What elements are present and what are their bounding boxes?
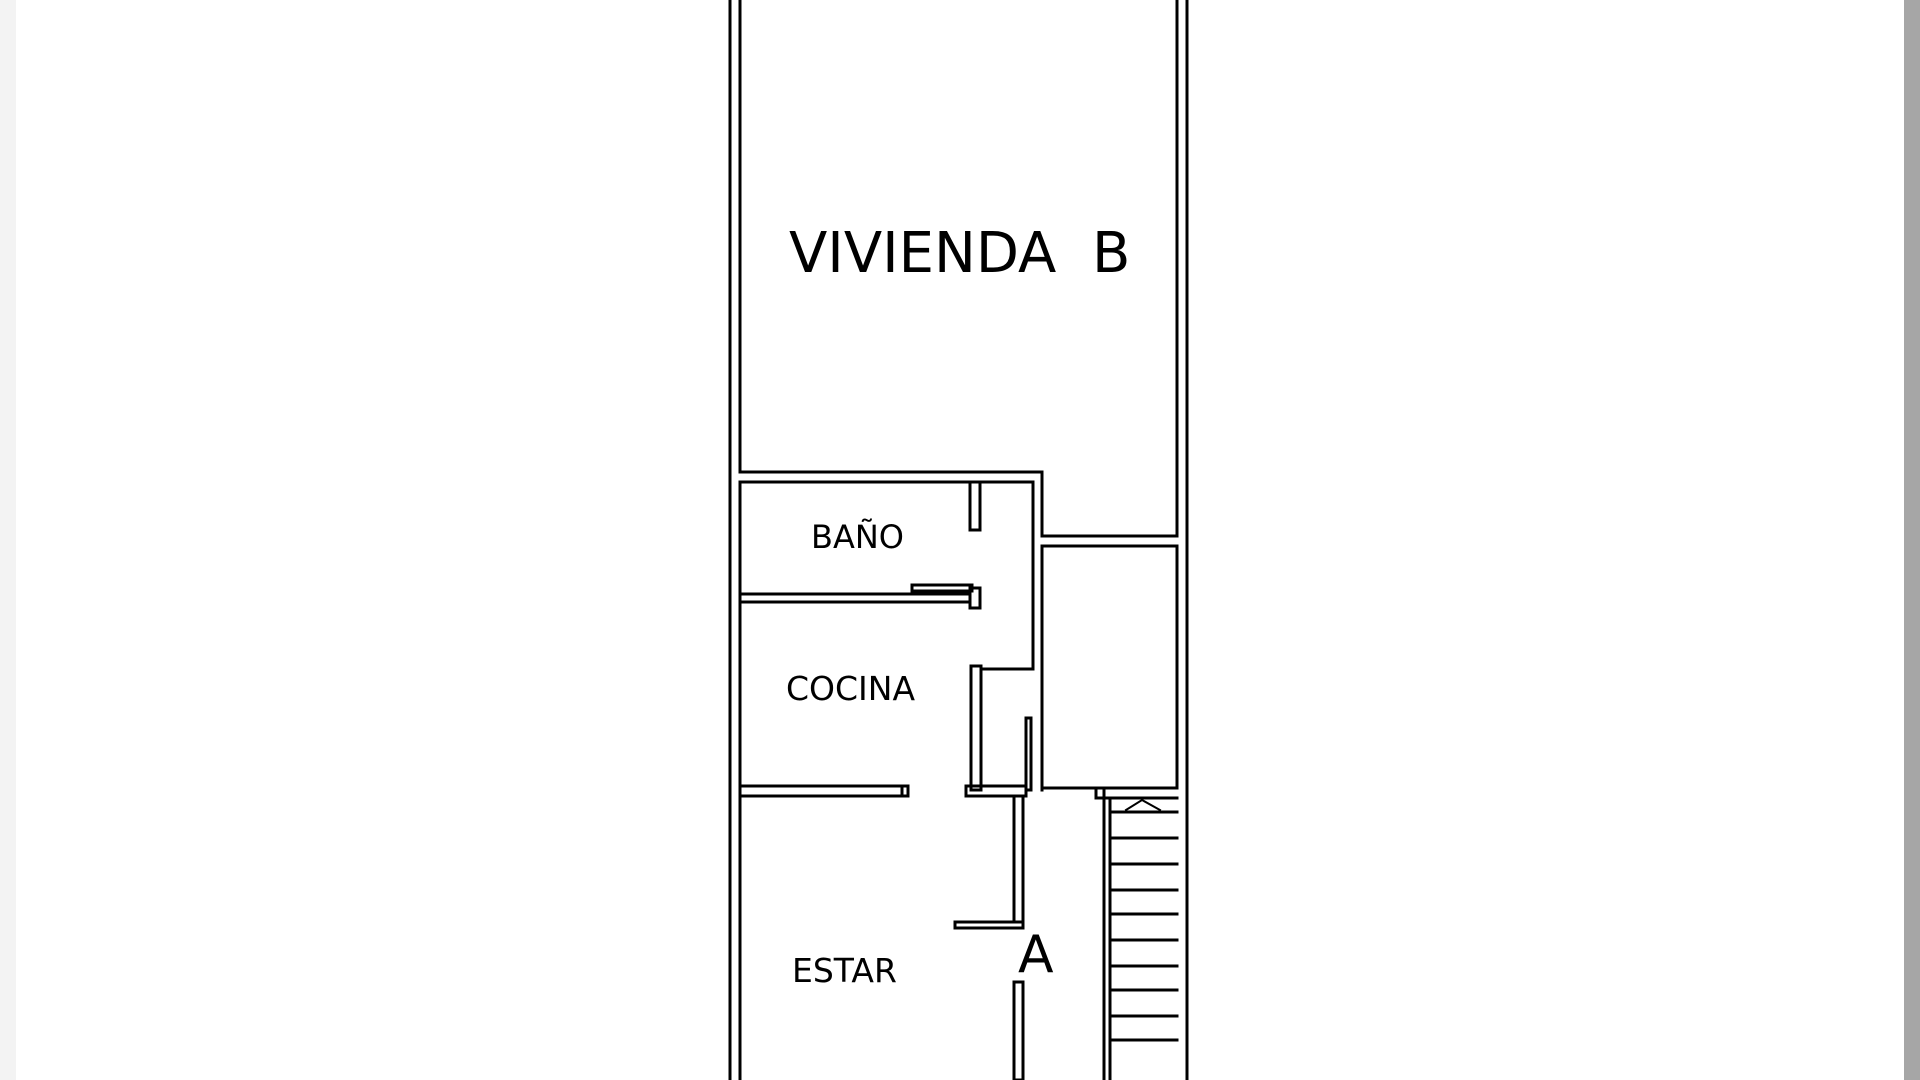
left-margin <box>0 0 16 1080</box>
room-label-cocina: COCINA <box>786 669 915 708</box>
outer-walls <box>728 0 1189 1080</box>
room-label-vivienda-b: VIVIENDA B <box>789 221 1130 286</box>
room-label-estar: ESTAR <box>792 951 897 990</box>
room-label-bano: BAÑO <box>811 518 904 556</box>
unit-marker-a: A <box>1018 925 1054 985</box>
estar-walls <box>953 794 1025 1080</box>
vivienda-b-wall <box>738 470 1179 792</box>
staircase <box>1094 786 1179 1080</box>
vertical-scrollbar[interactable] <box>1904 0 1920 1080</box>
cocina-walls <box>738 664 1179 798</box>
